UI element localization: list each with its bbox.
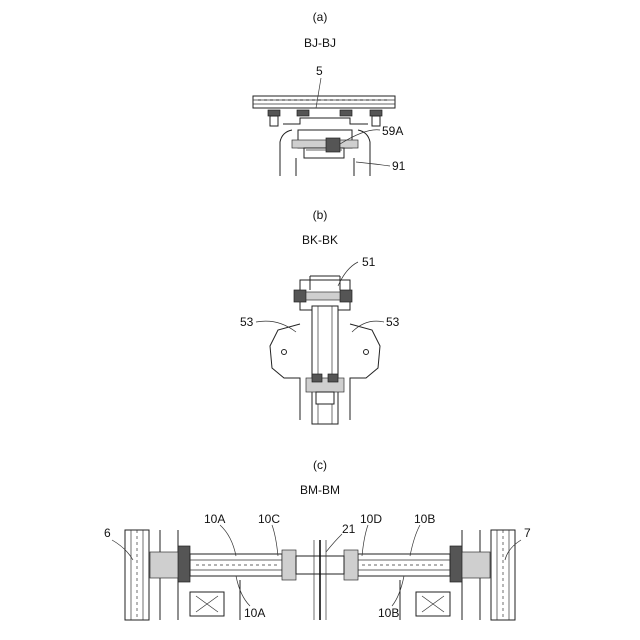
ref-10d: 10D: [360, 512, 382, 526]
ref-51: 51: [362, 255, 375, 269]
section-label-bj: BJ-BJ: [304, 36, 336, 50]
ref-10b-bottom: 10B: [378, 606, 399, 620]
ref-53-right: 53: [386, 315, 399, 329]
caption-c: (c): [313, 458, 327, 472]
ref-53-left: 53: [240, 315, 253, 329]
section-a-drawing: [253, 78, 395, 176]
ref-7: 7: [524, 526, 531, 540]
ref-21: 21: [342, 522, 355, 536]
section-label-bm: BM-BM: [300, 483, 340, 497]
ref-10b-top: 10B: [414, 512, 435, 526]
caption-b: (b): [313, 208, 328, 222]
ref-10a-top: 10A: [204, 512, 225, 526]
section-b-drawing: [256, 262, 384, 424]
section-c-drawing: [112, 525, 521, 620]
ref-5: 5: [316, 64, 323, 78]
caption-a: (a): [313, 10, 328, 24]
section-label-bk: BK-BK: [302, 233, 338, 247]
ref-91: 91: [392, 159, 405, 173]
ref-10a-bottom: 10A: [244, 606, 265, 620]
ref-59a: 59A: [382, 124, 403, 138]
ref-6: 6: [104, 526, 111, 540]
ref-10c: 10C: [258, 512, 280, 526]
